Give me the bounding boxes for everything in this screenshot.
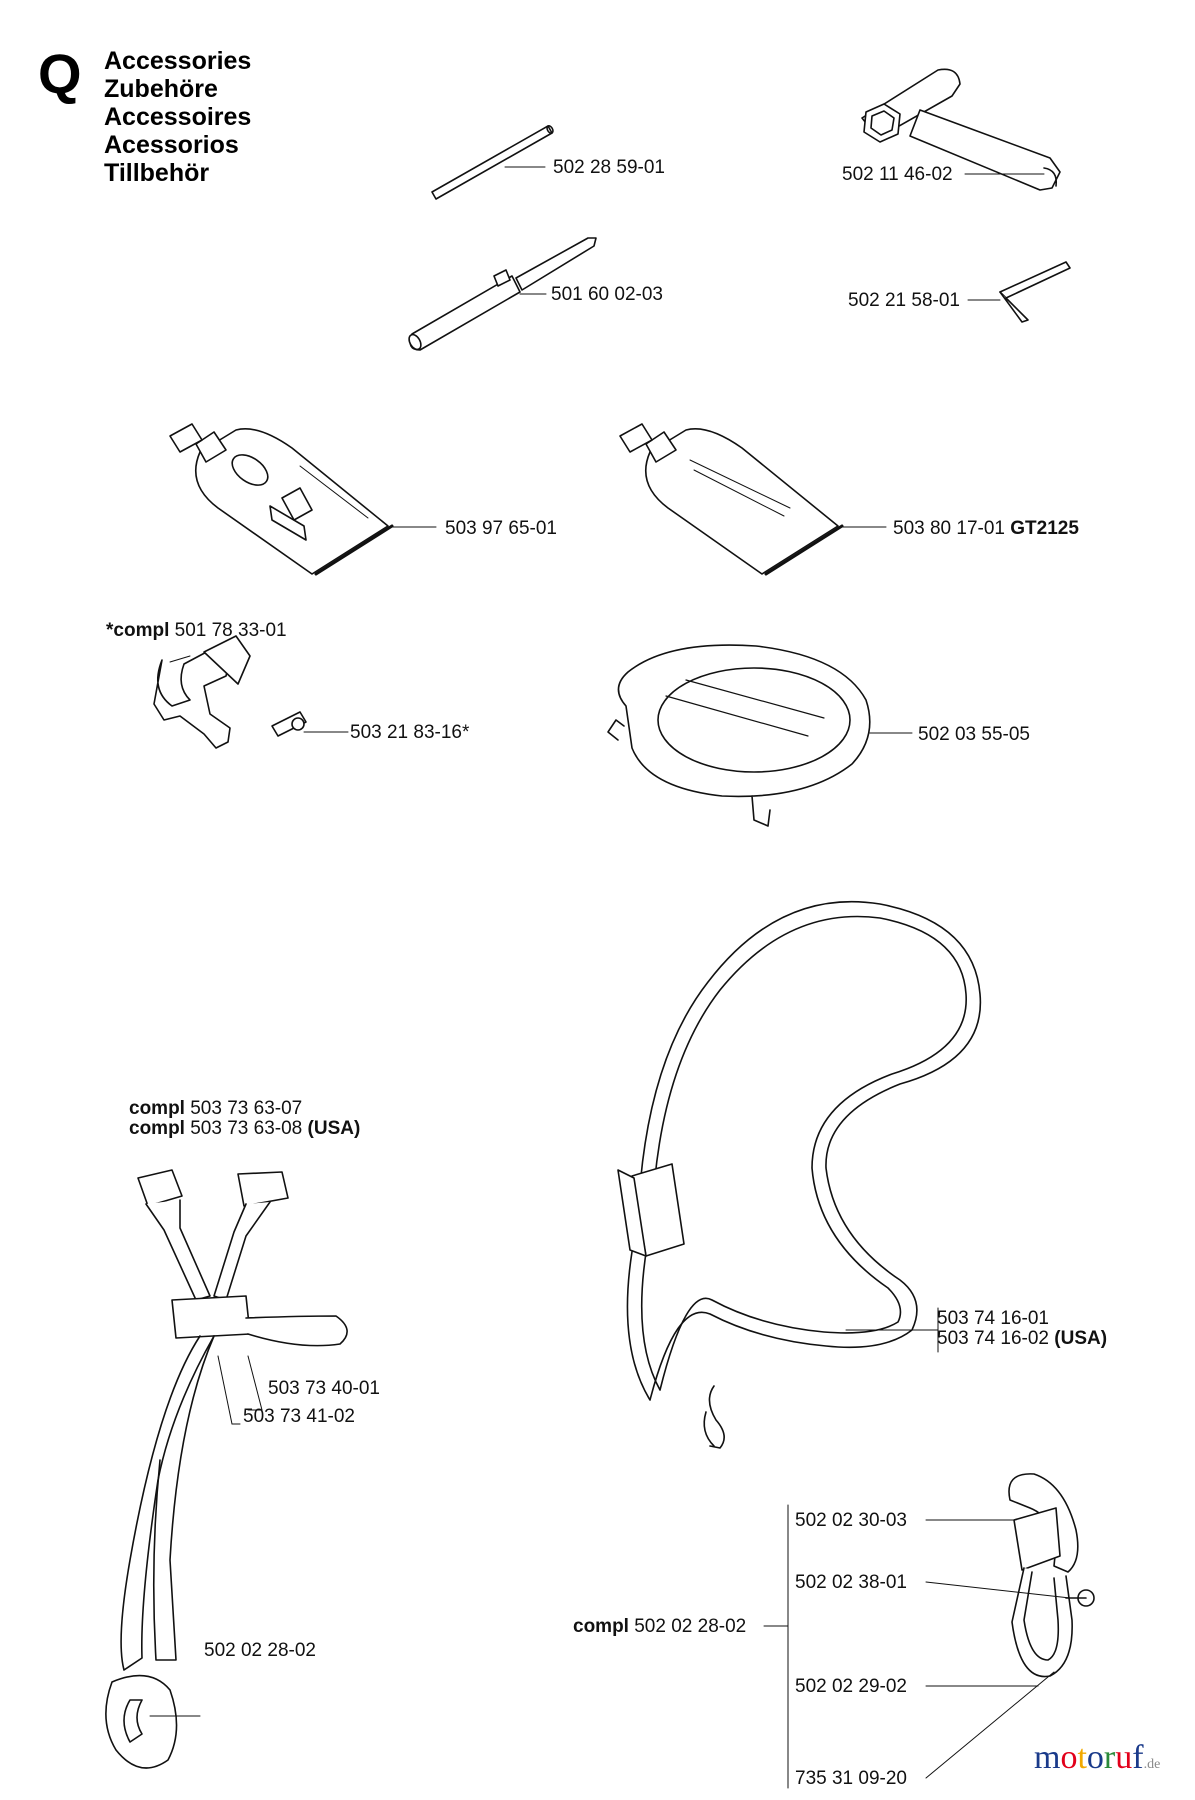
label-harness-hook: 502 02 28-02 [204,1640,316,1661]
label-guard-ring: 502 03 55-05 [918,724,1030,745]
watermark-logo: motoruf.de [1034,1740,1160,1783]
harness-compl-number-1: 503 73 63-07 [190,1098,303,1119]
hook-compl-number: 502 02 28-02 [634,1616,747,1637]
grease-tube-1-part [169,423,437,576]
watermark-letter: m [1034,1739,1061,1776]
section-title-de: Zubehöre [104,75,218,103]
label-harness-compl-1: compl 503 73 63-07 [129,1098,302,1119]
guard-ring-part [607,644,913,827]
section-title-sv: Tillbehör [104,159,210,187]
harness-compl-prefix-2: compl [129,1118,185,1139]
label-grease-tube-1: 503 97 65-01 [445,518,557,539]
hook-compl-prefix: compl [573,1616,629,1637]
label-hook-loop: 502 02 29-02 [795,1676,907,1697]
label-rod: 502 28 59-01 [553,157,665,178]
watermark-letter: u [1115,1739,1133,1776]
watermark-text: motoruf [1034,1739,1144,1776]
grease-tube-2-number: 503 80 17-01 [893,518,1005,539]
section-title-fr: Accessoires [104,103,252,131]
harness-part [105,1169,348,1769]
label-screw: 503 21 83-16* [350,722,470,743]
section-title-pt: Acessorios [104,131,239,159]
label-strap-1: 503 74 16-01 [937,1308,1049,1329]
strap-2-number: 503 74 16-02 [937,1328,1049,1349]
label-buckle-a: 503 73 40-01 [268,1378,380,1399]
shoulder-strap-part [617,900,982,1449]
watermark-suffix: .de [1143,1757,1161,1772]
label-hook-bottom: 735 31 09-20 [795,1768,907,1789]
label-hook-pin: 502 02 38-01 [795,1572,907,1593]
label-harness-compl-2: compl 503 73 63-08 (USA) [129,1118,360,1139]
watermark-letter: f [1132,1739,1144,1776]
label-strap-2: 503 74 16-02 (USA) [937,1328,1107,1349]
label-clamp-compl: *compl 501 78 33-01 [106,620,287,641]
grease-tube-2-model: GT2125 [1010,518,1079,539]
harness-compl-number-2: 503 73 63-08 [190,1118,303,1139]
watermark-letter: r [1103,1739,1116,1776]
hex-key-part [967,261,1071,323]
watermark-letter: o [1060,1739,1078,1776]
label-hook-compl: compl 502 02 28-02 [573,1616,746,1637]
section-title-en: Accessories [104,47,252,75]
harness-compl-prefix-1: compl [129,1098,185,1119]
label-box-spanner: 502 11 46-02 [842,164,953,185]
clamp-compl-prefix: *compl [106,620,170,641]
strap-2-usa: (USA) [1054,1328,1108,1349]
section-letter: Q [38,42,82,105]
harness-compl-usa: (USA) [307,1118,361,1139]
label-hook-top: 502 02 30-03 [795,1510,907,1531]
label-grease-tube-2: 503 80 17-01 GT2125 [893,518,1079,539]
clamp-part [153,635,349,749]
box-spanner-part [861,68,1061,191]
watermark-letter: t [1077,1739,1087,1776]
rod-part [431,125,554,200]
watermark-letter: o [1086,1739,1104,1776]
label-file: 501 60 02-03 [551,284,663,305]
label-buckle-b: 503 73 41-02 [243,1406,355,1427]
clamp-compl-number: 501 78 33-01 [174,620,287,641]
hook-assembly-part [763,1473,1095,1789]
file-part [408,237,597,351]
grease-tube-2-part [619,423,887,576]
label-hex-key: 502 21 58-01 [848,290,960,311]
